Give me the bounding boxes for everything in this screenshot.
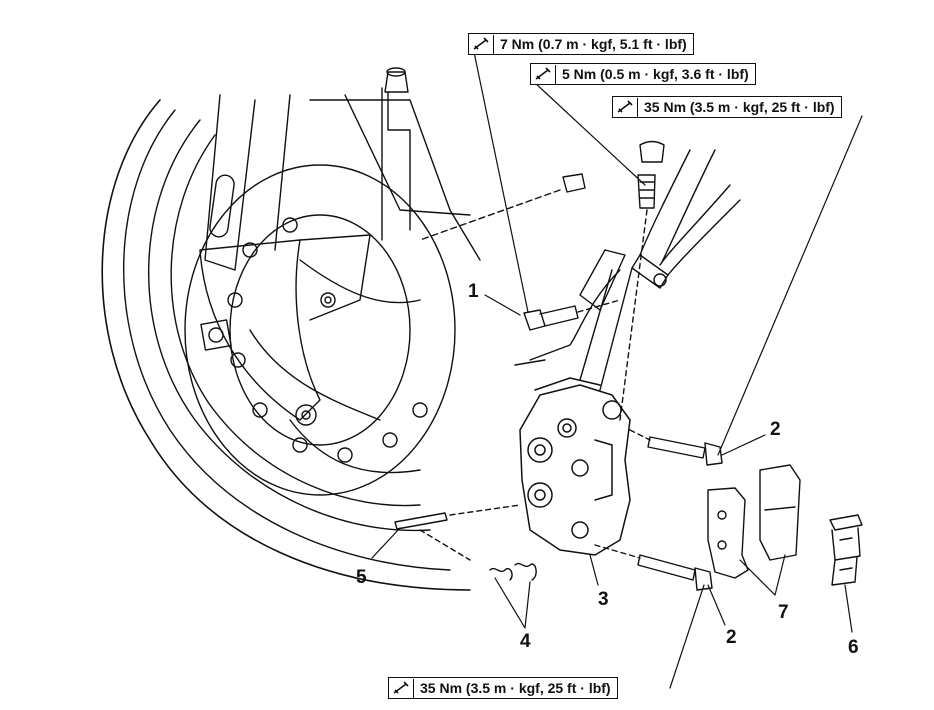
hose-bracket bbox=[579, 249, 626, 311]
fork-slider bbox=[199, 239, 321, 421]
torque-value: 5 Nm (0.5 m · kgf, 3.6 ft · lbf) bbox=[562, 66, 749, 82]
fender-line bbox=[309, 99, 481, 261]
rim-inner bbox=[170, 134, 421, 507]
wheel-spoke-c bbox=[289, 419, 421, 474]
fork-tube-rear bbox=[274, 94, 291, 251]
callout-2-upper: 2 bbox=[770, 419, 781, 440]
fork-bracket bbox=[299, 234, 371, 321]
torque-spec-caliper-bolt-lower: 35 Nm (3.5 m · kgf, 25 ft · lbf) bbox=[388, 677, 618, 699]
torque-wrench-icon bbox=[389, 678, 414, 698]
upper-bolt bbox=[381, 67, 586, 241]
torque-wrench-icon bbox=[531, 64, 556, 84]
front-wheel bbox=[101, 99, 471, 591]
fender-line-2 bbox=[344, 94, 471, 216]
callout-6: 6 bbox=[848, 637, 859, 658]
brake-pads bbox=[707, 464, 801, 579]
callout-5: 5 bbox=[356, 567, 367, 588]
torque-value: 7 Nm (0.7 m · kgf, 5.1 ft · lbf) bbox=[500, 36, 687, 52]
brake-hose bbox=[514, 149, 741, 391]
leader-lines bbox=[371, 51, 863, 689]
torque-spec-bleed-screw: 5 Nm (0.5 m · kgf, 3.6 ft · lbf) bbox=[530, 63, 756, 85]
pad-spring bbox=[829, 514, 863, 586]
callout-7: 7 bbox=[778, 602, 789, 623]
disc-holes bbox=[227, 217, 428, 463]
torque-spec-bolt-1: 7 Nm (0.7 m · kgf, 5.1 ft · lbf) bbox=[468, 33, 694, 55]
torque-value: 35 Nm (3.5 m · kgf, 25 ft · lbf) bbox=[420, 680, 611, 696]
bolt-1 bbox=[523, 299, 621, 331]
fork-slot bbox=[209, 174, 235, 238]
callout-3: 3 bbox=[598, 589, 609, 610]
torque-value: 35 Nm (3.5 m · kgf, 25 ft · lbf) bbox=[644, 99, 835, 115]
wheel-spoke-a bbox=[299, 259, 421, 304]
torque-wrench-icon bbox=[613, 97, 638, 117]
callout-2-lower: 2 bbox=[726, 627, 737, 648]
front-fork bbox=[199, 94, 481, 426]
axle-nut bbox=[200, 319, 232, 351]
wheel-spoke-b bbox=[249, 329, 381, 421]
fork-tube-front bbox=[204, 94, 256, 271]
brake-disc bbox=[184, 164, 456, 496]
bleed-screw bbox=[619, 140, 665, 421]
torque-spec-caliper-bolt-upper: 35 Nm (3.5 m · kgf, 25 ft · lbf) bbox=[612, 96, 842, 118]
pad-pin bbox=[394, 504, 521, 530]
callout-4: 4 bbox=[520, 631, 531, 652]
tire-outline bbox=[101, 99, 471, 591]
tire-inner-edge bbox=[123, 109, 451, 571]
torque-wrench-icon bbox=[469, 34, 494, 54]
brake-pipe bbox=[529, 269, 621, 361]
brake-caliper bbox=[519, 377, 631, 556]
brake-disc-inner bbox=[229, 214, 411, 446]
callout-1: 1 bbox=[468, 281, 479, 302]
rim-outer bbox=[147, 119, 431, 532]
pin-clips bbox=[419, 529, 537, 581]
bolt-2-upper bbox=[629, 429, 723, 466]
bolt-2-lower bbox=[594, 544, 713, 591]
hose-clamp bbox=[631, 254, 669, 289]
